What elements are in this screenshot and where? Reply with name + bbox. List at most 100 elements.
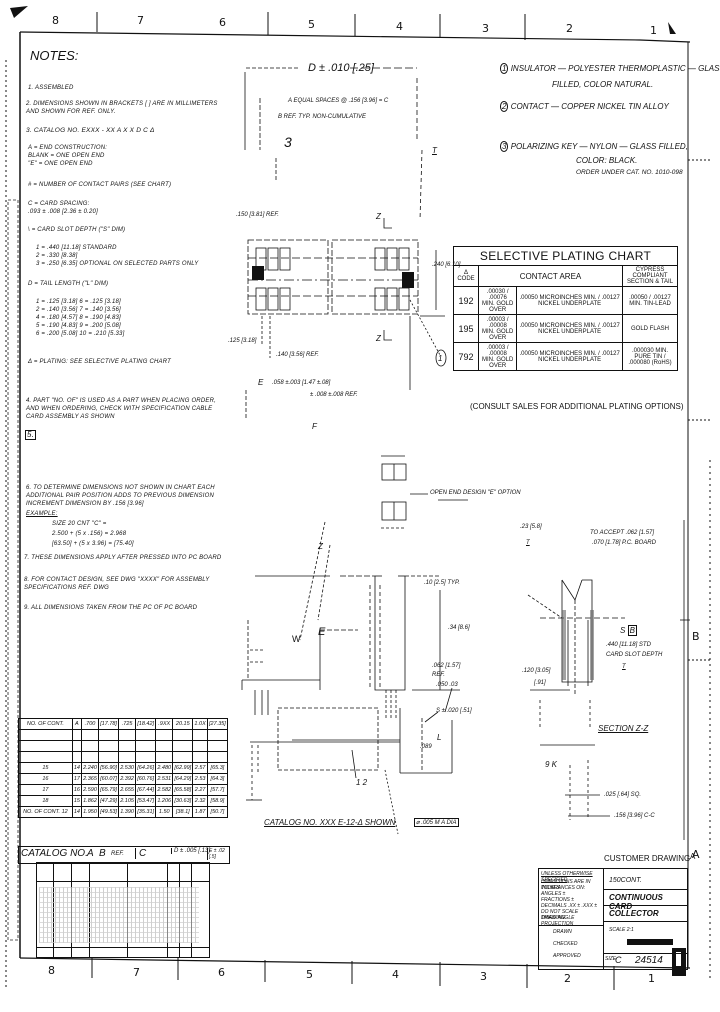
dim-section-s: S B — [620, 625, 637, 636]
zone-label-top-7: 7 — [137, 14, 144, 27]
zone-label-bottom-6: 6 — [218, 966, 225, 979]
note-line: 8. FOR CONTACT DESIGN, SEE DWG "XXXX" FO… — [24, 577, 210, 583]
note-line: 2 = .140 [3.56] 7 = .140 [3.56] — [36, 307, 121, 313]
callout-3: 3 — [284, 134, 292, 150]
pcb-thickness-note: TO ACCEPT .062 [1.57] — [590, 530, 655, 536]
dim-section-top-sub: T — [526, 540, 530, 546]
tolerance-block: UNLESS OTHERWISE SPECIFIED DIMENSIONS AR… — [539, 869, 604, 969]
callout-text: CONTACT — COPPER NICKEL TIN ALLOY — [510, 102, 669, 111]
note-line: [63.50] + (5 x 3.96) = [75.40] — [52, 541, 134, 547]
note-line: 2.500 + (5 x .156) = 2.968 — [52, 531, 127, 537]
dim-k: 9 K — [545, 760, 558, 769]
tolerance-line: FRACTIONS ± — [541, 897, 575, 903]
note-line: AND WHEN ORDERING, CHECK WITH SPECIFICAT… — [26, 406, 213, 412]
dim-d: D ± .010 [.25] — [308, 62, 374, 74]
note-line: # = NUMBER OF CONTACT PAIRS (SEE CHART) — [28, 182, 172, 188]
zone-label-bottom-3: 3 — [480, 970, 487, 983]
catalog-row: CATALOG NO. A B REF. C D ± .005 [.13] E … — [18, 846, 230, 864]
callout-1-2: 1 2 — [356, 778, 368, 787]
tolerance-line: DIMENSIONS ARE IN INCHES — [541, 879, 591, 891]
zone-label-top-3: 3 — [482, 22, 489, 35]
dim-t: T — [432, 146, 437, 155]
note-line: SIZE 20 CNT "C" = — [52, 521, 107, 527]
material-callout-polarizing-key: 3 POLARIZING KEY — NYLON — GLASS FILLED, — [500, 141, 688, 152]
dim-left-ref: .150 [3.81] REF. — [236, 212, 279, 218]
zone-label-side-a: A — [692, 848, 700, 861]
catalog-shown-caption: CATALOG NO. XXX E-12-Δ SHOWN — [264, 818, 396, 827]
size-value: C — [615, 955, 622, 965]
drawing-number: 24514 — [635, 955, 663, 966]
title-block: UNLESS OTHERWISE SPECIFIED DIMENSIONS AR… — [538, 868, 688, 970]
catalog-label: CATALOG NO. — [21, 848, 88, 859]
callout-number: 2 — [500, 101, 509, 112]
callout-1: 1 — [438, 354, 443, 363]
note-line: 4 = .180 [4.57] 8 = .190 [4.83] — [36, 315, 121, 321]
note-line: INCREMENT DIMENSION BY .156 [3.96] — [26, 501, 144, 507]
zone-label-bottom-2: 2 — [564, 972, 571, 985]
zone-label-top-4: 4 — [396, 20, 403, 33]
checked-label: CHECKED — [553, 941, 578, 947]
note-line: C = CARD SPACING: — [28, 201, 90, 207]
revision-letter: A — [690, 852, 696, 861]
size-label: SIZE — [605, 956, 617, 962]
drawn-label: DRAWN — [553, 929, 572, 935]
section-marker-z-side: Z — [318, 542, 323, 551]
catalog-d: D ± .005 [.13] — [171, 848, 210, 854]
note-line: 6. TO DETERMINE DIMENSIONS NOT SHOWN IN … — [26, 485, 215, 491]
note-b-ref: B REF. TYP. NON-CUMULATIVE — [278, 114, 367, 120]
dim-end-3b: REF. — [432, 672, 445, 678]
tolerance-line: DECIMALS .XX ± .XXX ± — [541, 903, 598, 909]
note-line: EXAMPLE: — [26, 511, 58, 517]
zone-label-bottom-1: 1 — [648, 972, 655, 985]
plating-underplate: .00050 MICROINCHES MIN. / .00127 NICKEL … — [516, 286, 623, 315]
dim-contact-pitch: .156 [3.96] C-C — [614, 813, 655, 819]
catalog-ref: REF. — [111, 851, 124, 857]
selective-plating-chart: SELECTIVE PLATING CHART Δ CODE CONTACT A… — [453, 246, 678, 371]
material-callout-insulator: 1 INSULATOR — POLYESTER THERMOPLASTIC — … — [500, 63, 720, 74]
approved-label: APPROVED — [553, 953, 581, 959]
note-line: "E" = ONE OPEN END — [28, 161, 93, 167]
note-line: 5 = .190 [4.83] 9 = .200 [5.08] — [36, 323, 121, 329]
dim-l: L — [437, 733, 442, 742]
catalog-b: B — [99, 848, 106, 859]
note-a-equal-spaces: A EQUAL SPACES @ .156 [3.96] = C — [288, 98, 389, 104]
note-line: 1 = .440 [11.18] STANDARD — [36, 245, 117, 251]
zone-label-top-1: 1 — [650, 24, 657, 37]
revision-history-table — [36, 862, 210, 958]
side-view-dim: W — [292, 634, 301, 644]
note-line: .093 ± .008 [2.36 ± 0.20] — [28, 209, 98, 215]
notes-title: NOTES: — [30, 48, 79, 63]
note-line: A = END CONSTRUCTION: — [28, 145, 108, 151]
plating-tail: .00050 / .00127 MIN. TIN-LEAD — [622, 286, 678, 315]
dim-end-2: .34 [8.6] — [448, 625, 470, 631]
plating-underplate: .00050 MICROINCHES MIN. / .00127 NICKEL … — [516, 314, 623, 343]
note-line: 1 = .125 [3.18] 6 = .125 [3.18] — [36, 299, 121, 305]
dim-section-top: .23 [5.8] — [520, 524, 542, 530]
material-callout-polarizing-key-line2: COLOR: BLACK. — [576, 156, 638, 165]
dim-089: .089 — [420, 744, 432, 750]
note-line: 3 = .250 [6.35] OPTIONAL ON SELECTED PAR… — [36, 261, 199, 267]
dim-s: S ± .020 [.51] — [436, 708, 472, 714]
header-code: Δ CODE — [453, 265, 479, 287]
tolerance-line: TOLERANCES ON: — [541, 885, 586, 891]
dim-right: .240 [6.10] — [432, 262, 461, 268]
plating-tail: GOLD FLASH — [622, 314, 678, 343]
dim-ref: .140 [3.56] REF. — [276, 352, 319, 358]
callout-text: POLARIZING KEY — NYLON — GLASS FILLED, — [510, 142, 688, 151]
material-callout-polarizing-key-line3: ORDER UNDER CAT. NO. 1010-098 — [576, 169, 683, 176]
dim-section-s-note2: CARD SLOT DEPTH — [606, 652, 663, 658]
dim-e-label: E — [258, 378, 264, 387]
zone-label-top-2: 2 — [566, 22, 573, 35]
tolerance-line: THIRD ANGLE PROJECTION — [541, 915, 575, 927]
note-line: \ = CARD SLOT DEPTH ("S" DIM) — [28, 227, 126, 233]
note-line: CARD ASSEMBLY AS SHOWN — [26, 414, 115, 420]
customer-drawing-label: CUSTOMER DRAWING — [604, 854, 691, 863]
zone-label-top-5: 5 — [308, 18, 315, 31]
